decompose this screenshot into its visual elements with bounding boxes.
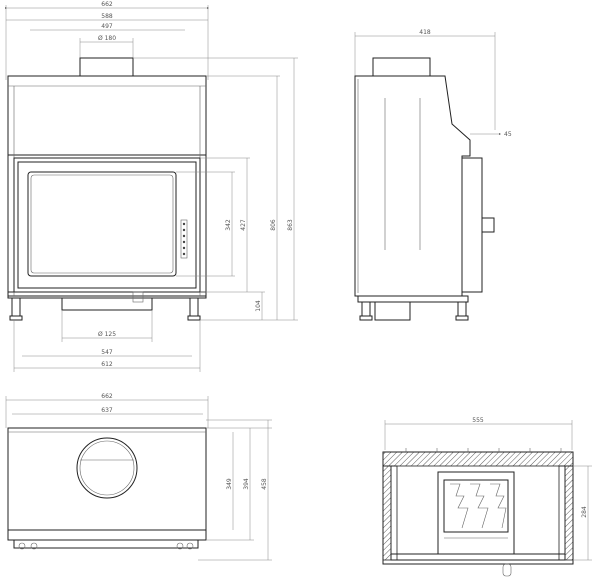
door-handle <box>180 219 188 259</box>
dim-top-width-outer: 662 <box>101 393 113 400</box>
dim-overall-height: 863 <box>287 219 294 231</box>
dim-width-top: 497 <box>101 23 113 30</box>
top-body <box>7 427 207 541</box>
dim-window-height: 342 <box>225 219 232 231</box>
dim-top-d2: 394 <box>243 478 250 490</box>
door-frame <box>13 157 201 293</box>
front-view: 662 588 497 Ø 180 <box>5 1 298 372</box>
dim-total-height: 806 <box>270 219 277 231</box>
foot-right <box>189 297 199 317</box>
side-door <box>461 157 483 293</box>
air-intake <box>61 297 153 311</box>
side-body <box>354 75 471 297</box>
section-view: 555 284 <box>382 417 592 577</box>
flue-collar <box>79 57 134 77</box>
firebox-body <box>7 75 207 297</box>
dim-frame-height: 427 <box>240 219 247 231</box>
dim-section-height: 284 <box>581 506 588 518</box>
dim-air-diameter: Ø 125 <box>98 331 116 338</box>
flue-opening <box>76 437 138 499</box>
side-view: 418 45 <box>354 29 512 321</box>
dim-width-body: 588 <box>101 13 113 20</box>
dim-base-width: 612 <box>101 361 113 368</box>
dim-top-d1: 349 <box>226 478 233 490</box>
dim-depth: 418 <box>419 29 431 36</box>
dim-width-outer: 662 <box>101 1 113 8</box>
dim-section-width: 555 <box>472 417 484 424</box>
dim-base-height: 104 <box>255 300 262 312</box>
dim-top-d3: 458 <box>261 478 268 490</box>
dim-flue-diameter: Ø 180 <box>98 35 116 42</box>
foot-left <box>11 297 21 317</box>
dim-angle: 45 <box>504 131 512 138</box>
glass-window <box>27 171 177 277</box>
dim-top-width-inner: 637 <box>101 407 113 414</box>
dim-bottom-width: 547 <box>101 349 113 356</box>
top-view: 662 637 349 394 458 <box>5 393 272 561</box>
